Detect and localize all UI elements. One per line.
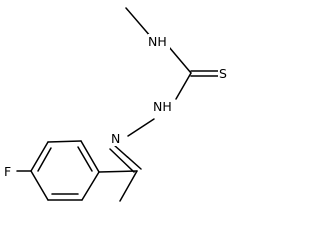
atom-label-nh-hydrazine: NH <box>153 99 172 114</box>
atom-label-nh-methylamino: NH <box>148 34 167 49</box>
nh-hydrazine-label-bg <box>153 99 175 114</box>
bonds <box>16 7 221 202</box>
bond-imine-methyl <box>119 170 138 202</box>
bond-n-c-imine-2 <box>109 148 135 173</box>
nh-label-bg <box>148 34 170 49</box>
s-label-bg <box>218 66 229 81</box>
ring-bond-de <box>30 170 49 201</box>
bond-methyl-nh <box>125 7 152 38</box>
ring-inner-double-cd <box>37 147 52 172</box>
bond-thiocarbon-nh-hydrazine <box>175 72 192 100</box>
bond-imine-aryl <box>98 170 138 173</box>
bond-n-c-imine-1 <box>113 144 142 170</box>
bond-nh-n <box>127 118 155 137</box>
atom-label-fluorine: F <box>4 164 11 179</box>
atom-label-sulfur: S <box>219 66 227 81</box>
atom-label-nitrogen-imine: N <box>111 131 120 146</box>
ring-bond-cd <box>30 141 49 172</box>
ring-bond-ab <box>80 140 100 173</box>
ring-inner-double-ab <box>77 146 93 172</box>
n-imine-label-bg <box>110 131 122 146</box>
f-label-bg <box>3 164 14 179</box>
bond-nh-thiocarbon <box>168 46 192 74</box>
ring-bond-fa <box>81 171 100 201</box>
molecule-structure-diagram: NH S NH N F <box>3 7 229 202</box>
atom-labels: NH S NH N F <box>3 34 229 179</box>
ring-bond-bc <box>47 140 82 143</box>
